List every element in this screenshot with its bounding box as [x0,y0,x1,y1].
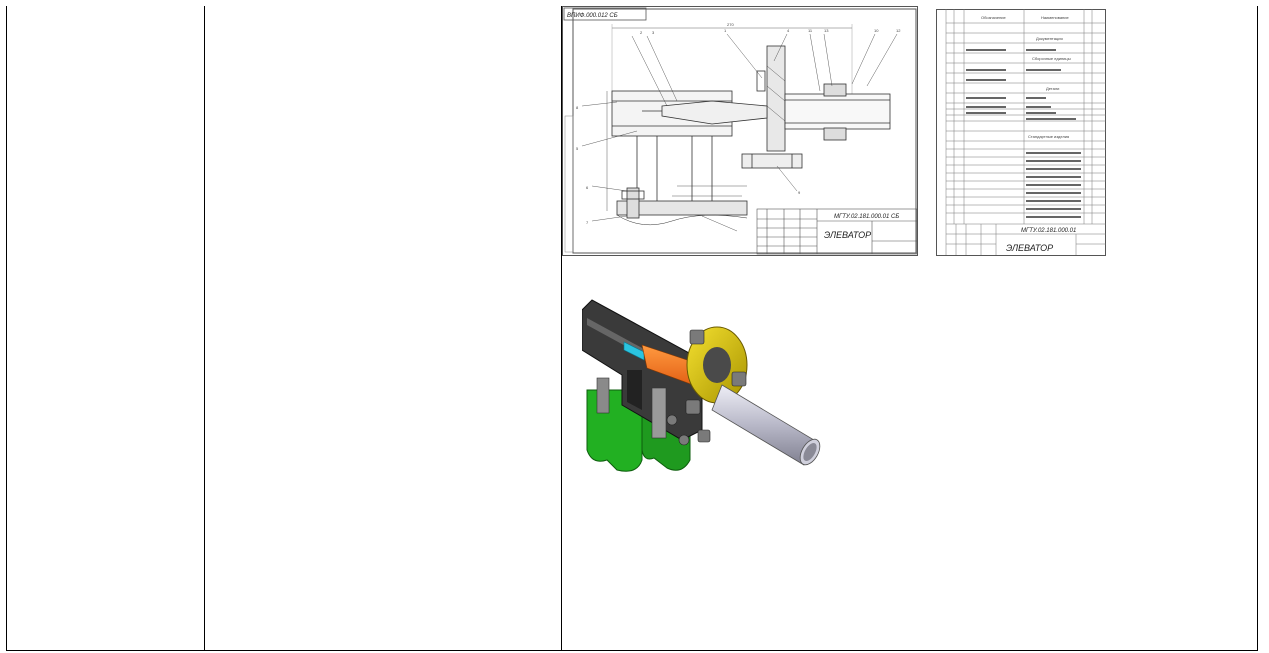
position-number: 13 [824,28,829,33]
specification-sheet: Обозначение Наименование Документация Сб… [936,9,1106,256]
position-number: 3 [652,30,655,35]
pipe-part [711,384,815,466]
spec-section: Документация [1036,36,1063,41]
svg-text:270: 270 [727,22,734,27]
spec-header: Обозначение [981,15,1007,20]
assembly-title: ЭЛЕВАТОР [824,230,871,240]
position-number: 10 [874,28,879,33]
position-number: 2 [640,30,643,35]
spec-doc-code: МГТУ.02.181.000.01 [1021,228,1076,234]
assembly-drawing: ВПИФ.000.012 СБ 270 [562,6,918,256]
position-number: 12 [896,28,901,33]
table-cell-1 [7,6,204,650]
assembly-doc-code: МГТУ.02.181.000.01 СБ [834,214,899,220]
spec-title: ЭЛЕВАТОР [1006,243,1053,253]
spec-section: Детали [1046,86,1059,91]
column-divider-1 [204,6,205,650]
nozzle-part [623,341,645,361]
table-cell-2 [205,6,561,650]
position-number: 9 [798,190,801,195]
elevator-3d-render [582,299,821,472]
position-number: 4 [787,28,790,33]
position-number: 8 [576,105,579,110]
position-number: 5 [576,146,579,151]
column-divider-2 [561,6,562,650]
spec-section: Стандартные изделия [1028,134,1069,139]
layout-table: ВПИФ.000.012 СБ 270 [6,6,1258,651]
spec-section: Сборочные единицы [1032,56,1071,61]
frame-code: ВПИФ.000.012 СБ [567,13,618,19]
position-number: 11 [808,28,813,33]
position-number: 7 [586,220,589,225]
position-number: 6 [586,185,589,190]
spec-header: Наименование [1041,15,1070,20]
position-number: 1 [724,28,727,33]
table-cell-3: ВПИФ.000.012 СБ 270 [562,6,1258,650]
